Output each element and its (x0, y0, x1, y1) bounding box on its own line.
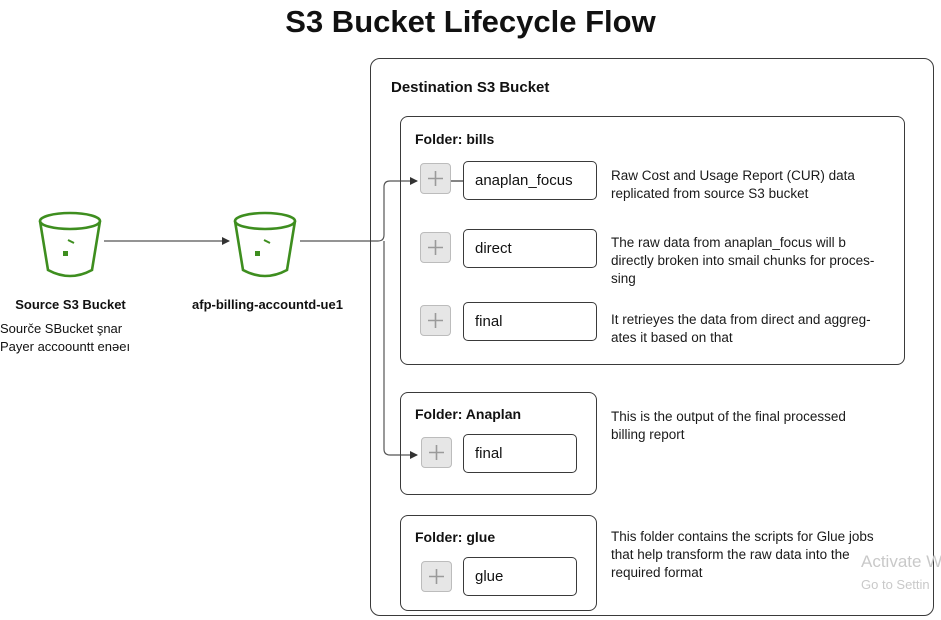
folder-glue-label: Folder: glue (415, 529, 496, 545)
desc-line: Raw Cost and Usage Report (CUR) data (611, 168, 855, 183)
activation-watermark: Activate W (861, 552, 941, 571)
folder-anaplan-label: Folder: Anaplan (415, 406, 522, 422)
desc-line: This is the output of the final processe… (611, 409, 846, 424)
add-anaplan-focus-button[interactable] (420, 163, 451, 194)
destination-bucket-title: Destination S3 Bucket (391, 79, 550, 96)
plus-icon (428, 313, 443, 328)
plus-icon (429, 569, 444, 584)
source-bucket-desc: Sourče SBucket şnar Payer accoountt enǝe… (0, 320, 160, 356)
desc-line: It retrieyes the data from direct and ag… (611, 312, 871, 327)
add-anaplan-final-button[interactable] (421, 437, 452, 468)
plus-icon (429, 445, 444, 460)
folder-item-direct[interactable]: direct (463, 229, 597, 268)
item-desc-anaplan-final: This is the output of the final processe… (611, 408, 911, 444)
folder-item-glue[interactable]: glue (463, 557, 577, 596)
desc-line: required format (611, 565, 703, 580)
desc-line: replicated from source S3 bucket (611, 186, 809, 201)
source-bucket-desc-line: Payer accoountt enǝeı (0, 339, 131, 354)
destination-bucket-box (370, 58, 934, 616)
plus-icon (428, 171, 443, 186)
folder-item-anaplan-final[interactable]: final (463, 434, 577, 473)
folder-bills-label: Folder: bills (415, 131, 495, 147)
source-bucket-label: Source S3 Bucket (15, 297, 126, 312)
add-glue-button[interactable] (421, 561, 452, 592)
folder-bills-box (400, 116, 905, 365)
item-desc-final: It retrieyes the data from direct and ag… (611, 311, 911, 347)
add-final-button[interactable] (420, 305, 451, 336)
desc-line: billing report (611, 427, 685, 442)
desc-line: ates it based on that (611, 330, 733, 345)
folder-anaplan-box (400, 392, 597, 495)
source-bucket-icon (36, 208, 104, 280)
plus-icon (428, 240, 443, 255)
item-desc-glue: This folder contains the scripts for Glu… (611, 528, 901, 582)
folder-item-anaplan-focus[interactable]: anaplan_focus (463, 161, 597, 200)
middle-bucket-label: afp-billing-accountd-ue1 (192, 297, 343, 312)
page-title: S3 Bucket Lifecycle Flow (285, 4, 656, 39)
desc-line: The raw data from anaplan_focus will b (611, 235, 846, 250)
desc-line: This folder contains the scripts for Glu… (611, 529, 874, 544)
desc-line: directly broken into smail chunks for pr… (611, 253, 875, 268)
item-desc-direct: The raw data from anaplan_focus will b d… (611, 234, 911, 288)
desc-line: sing (611, 271, 636, 286)
item-desc-anaplan-focus: Raw Cost and Usage Report (CUR) data rep… (611, 167, 911, 203)
source-bucket-desc-line: Sourče SBucket şnar (0, 321, 123, 336)
add-direct-button[interactable] (420, 232, 451, 263)
activation-watermark-settings: Go to Settin (861, 577, 930, 592)
folder-item-final[interactable]: final (463, 302, 597, 341)
folder-glue-box (400, 515, 597, 611)
desc-line: that help transform the raw data into th… (611, 547, 850, 562)
middle-bucket-icon (231, 208, 299, 280)
